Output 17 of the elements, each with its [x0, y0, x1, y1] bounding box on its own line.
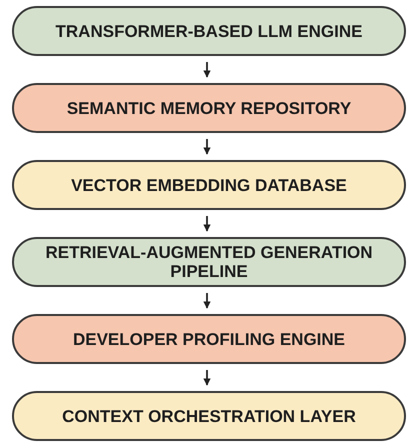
box-label: SEMANTIC MEMORY REPOSITORY: [66, 98, 352, 118]
box-label: DEVELOPER PROFILING ENGINE: [72, 330, 346, 348]
process-box: [12, 314, 406, 364]
box-label: VECTOR EMBEDDING DATABASE: [71, 176, 347, 194]
process-box: [12, 83, 406, 133]
box-label: TRANSFORMER-BASED LLM ENGINE: [56, 22, 362, 40]
arrow: [203, 370, 211, 386]
box-label: RETRIEVAL-AUGMENTED GENERATION PIPELINE: [44, 243, 374, 281]
process-box: [12, 160, 406, 210]
arrow: [203, 293, 211, 309]
box-label: CONTEXT ORCHESTRATION LAYER: [62, 406, 356, 426]
process-box: [12, 237, 406, 287]
arrow: [203, 216, 211, 232]
process-box: [12, 391, 406, 441]
arrow: [203, 139, 211, 155]
arrow: [203, 62, 211, 78]
process-box: [12, 6, 406, 56]
